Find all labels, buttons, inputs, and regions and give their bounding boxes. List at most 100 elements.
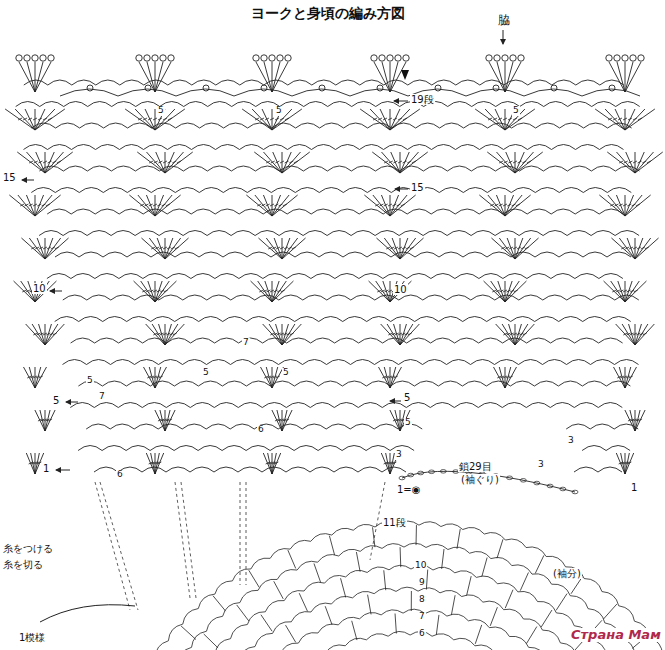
yoke-loop [311, 534, 332, 542]
picot [24, 55, 30, 61]
chain-loop [552, 80, 576, 85]
yoke-loop [504, 609, 524, 619]
chain-loop [543, 360, 567, 365]
crown-stitch [390, 62, 398, 92]
dc-stitch [400, 324, 419, 345]
chain-loop [360, 145, 384, 150]
chain-loop [431, 338, 455, 343]
chain-loop [208, 102, 232, 107]
chain-loop [535, 188, 559, 193]
yoke-loop [374, 588, 396, 593]
chain-loop [342, 381, 366, 386]
yoke-stitch [314, 563, 321, 582]
chain-loop [439, 188, 463, 193]
stitch-count: 5 [202, 368, 210, 378]
crown-stitch [625, 62, 641, 92]
yoke-loop [346, 570, 368, 577]
chain-loop [583, 317, 607, 322]
chain-loop [264, 145, 288, 150]
dc-bar [384, 290, 388, 292]
yoke-loop [360, 546, 382, 552]
chain-loop [167, 274, 191, 279]
chain-loop [246, 446, 270, 451]
picot [269, 55, 275, 61]
dc-stitch [599, 195, 625, 216]
dc-stitch [625, 109, 655, 130]
dc-bar [407, 161, 411, 163]
chain-loop [366, 446, 390, 451]
chain-loop [176, 89, 234, 96]
dc-stitch [258, 281, 272, 302]
dc-stitch [242, 109, 272, 130]
row-number: 5 [52, 395, 60, 406]
crown-stitch [155, 62, 163, 92]
yoke-stitch [249, 570, 259, 587]
chain-loop [550, 403, 574, 408]
chain-loop [135, 166, 159, 171]
chain-loop [600, 145, 624, 150]
chain-loop [359, 338, 383, 343]
dc-bar [628, 118, 632, 120]
dc-stitch [134, 281, 155, 302]
chain-loop [511, 188, 535, 193]
dc-bar [48, 118, 52, 120]
dc-bar [378, 118, 382, 120]
dc-bar [623, 118, 627, 120]
chain-loop [119, 338, 143, 343]
dc-bar [504, 161, 508, 163]
dc-bar [384, 161, 388, 163]
dc-bar [383, 118, 387, 120]
yoke-loop [270, 549, 290, 559]
chain-loop [560, 123, 584, 128]
dc-stitch [381, 324, 400, 345]
dc-stitch [608, 195, 625, 216]
chain-loop [135, 360, 159, 365]
dc-bar [612, 290, 616, 292]
chain-loop [78, 446, 102, 451]
yoke-loop [523, 619, 542, 630]
dc-bar [641, 247, 645, 249]
dc-bar [38, 118, 42, 120]
dc-bar [517, 247, 521, 249]
yoke-loop [505, 539, 526, 548]
yoke-stitch [571, 577, 582, 594]
dc-stitch [137, 152, 165, 173]
dc-stitch [400, 152, 428, 173]
dc-bar [633, 247, 637, 249]
dc-stitch [515, 238, 531, 259]
chain-loop [279, 360, 303, 365]
chain-loop [247, 317, 271, 322]
chain-loop [238, 467, 262, 472]
dc-stitch [635, 238, 659, 259]
chain-loop [31, 188, 55, 193]
row-arrow [22, 180, 34, 181]
row-arrow [66, 402, 78, 403]
chain-loop [592, 102, 616, 107]
chain-loop [591, 295, 615, 300]
chain-loop [222, 446, 246, 451]
chain-loop [583, 252, 607, 257]
yoke-loop [556, 613, 574, 626]
yoke-loop [284, 591, 304, 601]
dc-bar [393, 161, 397, 163]
chain-loop [223, 252, 247, 257]
dc-bar [388, 290, 392, 292]
chain-loop [615, 231, 639, 236]
dc-bar [645, 247, 649, 249]
chain-loop [543, 231, 567, 236]
chain-loop [447, 166, 471, 171]
yoke-loop [223, 603, 240, 617]
chain-note: 鎖29目 [458, 461, 493, 472]
chain-loop [95, 274, 119, 279]
dc-stitch [635, 324, 648, 345]
chain-loop [327, 295, 351, 300]
dc-bar [33, 204, 37, 206]
chain-loop [559, 317, 583, 322]
dc-bar [408, 333, 412, 335]
yoke-stitch [181, 626, 196, 639]
chain-loop [231, 166, 255, 171]
dc-bar [392, 462, 396, 464]
dc-stitch [625, 195, 642, 216]
chain-loop [240, 80, 264, 85]
dc-stitch [515, 152, 543, 173]
